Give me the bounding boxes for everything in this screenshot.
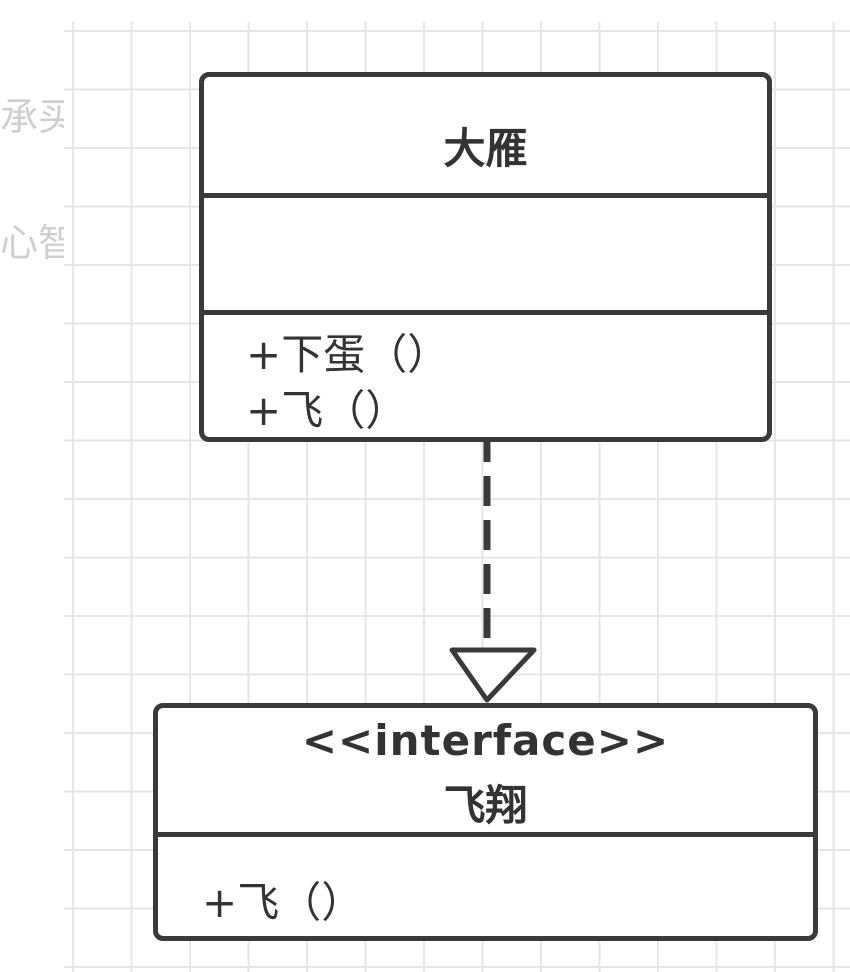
section-divider — [158, 832, 813, 837]
methods-section: +飞（） — [158, 837, 813, 936]
attributes-section — [204, 198, 767, 312]
methods-section: +下蛋（） +飞（） — [204, 315, 767, 437]
section-divider — [204, 193, 767, 198]
class-name-section: <<interface>> 飞翔 — [158, 708, 813, 834]
method-fly: +飞（） — [202, 878, 364, 927]
uml-class-feixiang[interactable]: <<interface>> 飞翔 +飞（） — [153, 703, 818, 941]
class-name: 大雁 — [443, 124, 528, 173]
method-lay-egg: +下蛋（） — [246, 330, 450, 379]
side-text-fragment-2: 心智 — [0, 221, 64, 265]
interface-stereotype: <<interface>> — [301, 716, 670, 765]
method-fly: +飞（） — [246, 386, 408, 435]
class-name: 飞翔 — [443, 781, 528, 830]
section-divider — [204, 310, 767, 315]
uml-class-dayan[interactable]: 大雁 +下蛋（） +飞（） — [199, 72, 772, 442]
hollow-triangle-arrowhead — [449, 647, 537, 703]
side-text-fragment-1: 承买 — [0, 95, 64, 139]
class-name-section: 大雁 — [204, 77, 767, 195]
